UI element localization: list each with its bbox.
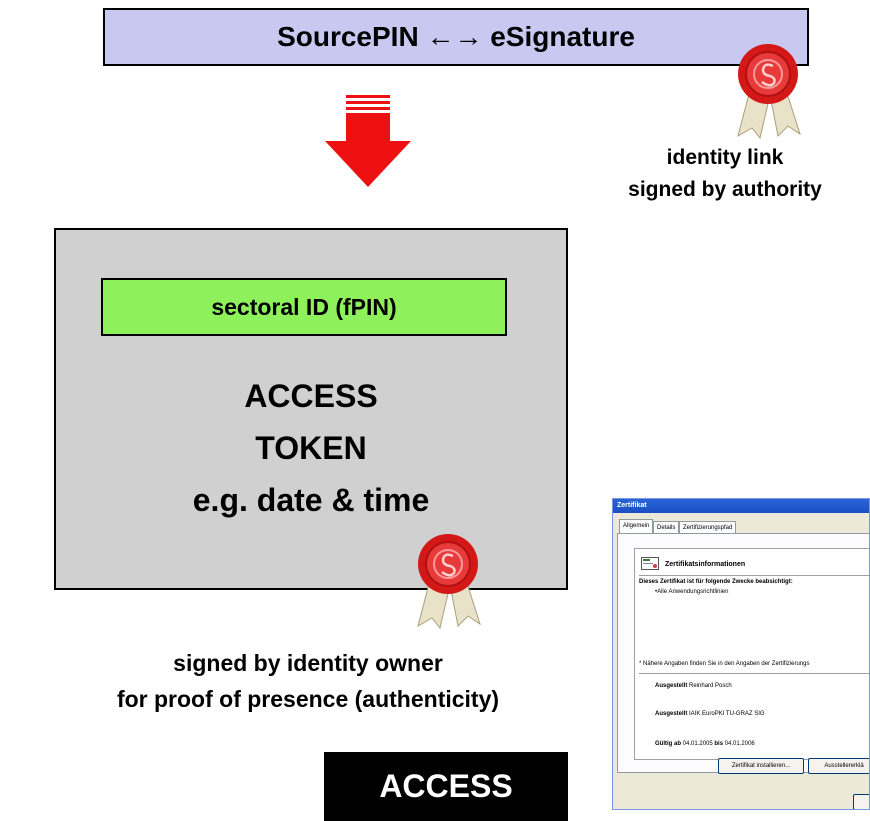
issued-by-label: Ausgestellt (655, 711, 688, 717)
sectoral-id-box: sectoral ID (fPIN) (101, 278, 507, 336)
issued-by-value: IAIK EuroPKI TU-GRAZ SIG (689, 711, 765, 717)
wax-seal-icon (737, 44, 801, 140)
certificate-info-box: Zertifikatsinformationen Dieses Zertifik… (634, 548, 869, 760)
ok-button[interactable] (853, 794, 869, 809)
validity-row: Gültig ab 04.01.2005 bis 04.01.2006 (655, 741, 755, 747)
sourcepin-esignature-label: SourcePIN ←→ eSignature (277, 21, 635, 52)
issued-to-label: Ausgestellt (655, 683, 688, 689)
valid-from-label: Gültig ab (655, 741, 681, 747)
owner-caption-line2: for proof of presence (authenticity) (116, 686, 500, 712)
valid-to-label: bis (714, 741, 724, 747)
access-label: ACCESS (379, 768, 513, 804)
identity-link-caption: identity link signed by authority (590, 142, 860, 206)
identity-caption-line1: identity link (666, 146, 784, 169)
access-box: ACCESS (324, 752, 568, 821)
token-text: ACCESS TOKEN e.g. date & time (56, 370, 566, 526)
issued-by-row: Ausgestellt IAIK EuroPKI TU-GRAZ SIG (655, 711, 765, 717)
valid-to-value: 04.01.2006 (724, 741, 755, 747)
token-line3: e.g. date & time (192, 482, 430, 518)
token-line2: TOKEN (255, 430, 367, 466)
valid-from-value: 04.01.2005 (682, 741, 713, 747)
identity-owner-caption: signed by identity owner for proof of pr… (0, 645, 616, 717)
sectoral-id-label: sectoral ID (fPIN) (211, 293, 397, 320)
issuer-statement-button[interactable]: Ausstellererklä (808, 758, 869, 774)
install-certificate-button[interactable]: Zertifikat installieren... (718, 758, 804, 774)
divider (639, 673, 869, 674)
certificate-purpose-item: •Alle Anwendungsrichtlinien (655, 589, 729, 595)
certificate-panel: Zertifikatsinformationen Dieses Zertifik… (617, 533, 869, 774)
identity-caption-line2: signed by authority (628, 178, 822, 201)
tab-details[interactable]: Details (653, 521, 680, 534)
certificate-heading: Zertifikatsinformationen (665, 561, 746, 568)
down-arrow-icon (325, 95, 411, 187)
tab-zertifizierungspfad[interactable]: Zertifizierungspfad (679, 521, 737, 534)
certificate-icon (641, 557, 659, 570)
certificate-title-bar: Zertifikat (613, 499, 869, 513)
access-token-box: sectoral ID (fPIN) ACCESS TOKEN e.g. dat… (54, 228, 568, 590)
issued-to-value: Reinhard Posch (689, 683, 732, 689)
token-line1: ACCESS (244, 378, 378, 414)
wax-seal-icon (417, 534, 481, 630)
divider (639, 575, 869, 576)
certificate-window: Zertifikat Allgemein Details Zertifizier… (612, 498, 870, 810)
owner-caption-line1: signed by identity owner (173, 650, 443, 676)
tab-allgemein[interactable]: Allgemein (619, 519, 654, 534)
certificate-purpose: Dieses Zertifikat ist für folgende Zweck… (639, 579, 793, 585)
sourcepin-esignature-box: SourcePIN ←→ eSignature (103, 8, 809, 66)
certificate-note: * Nähere Angaben finden Sie in den Angab… (639, 661, 810, 667)
issued-to-row: Ausgestellt Reinhard Posch (655, 683, 732, 689)
